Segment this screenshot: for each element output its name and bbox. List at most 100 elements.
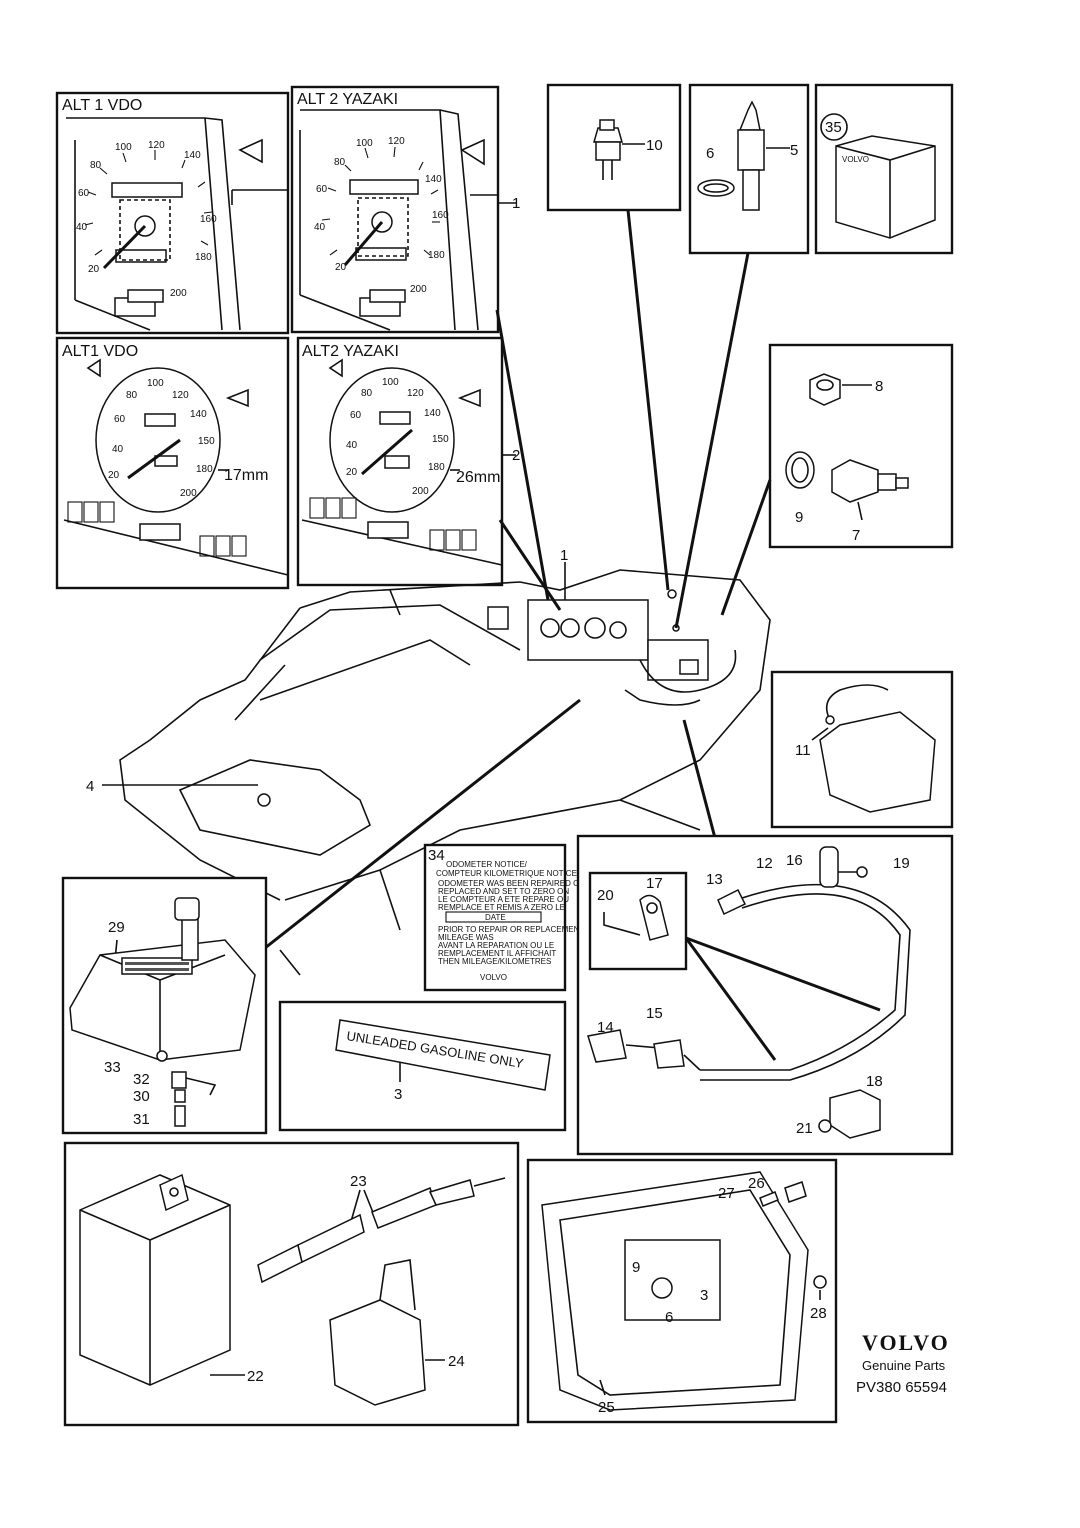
panel-cable-11: 11	[770, 670, 954, 829]
label-28: 28	[810, 1305, 827, 1322]
label-24: 24	[448, 1353, 465, 1370]
svg-text:180: 180	[195, 252, 212, 263]
svg-text:180: 180	[428, 462, 445, 473]
svg-text:80: 80	[90, 160, 102, 171]
label-13: 13	[706, 871, 723, 888]
label-1-dash: 1	[560, 547, 568, 564]
panel-sender-7-8-9: 8 9 7	[768, 343, 954, 549]
panel-pressure-switch: 10	[546, 83, 682, 212]
svg-text:200: 200	[180, 488, 197, 499]
svg-text:80: 80	[334, 157, 346, 168]
label-26: 26	[748, 1175, 765, 1192]
clock-number-6: 6	[665, 1309, 673, 1326]
label-34: 34	[428, 847, 445, 864]
svg-text:60: 60	[114, 414, 126, 425]
leader-lines	[264, 209, 772, 950]
svg-text:80: 80	[361, 388, 373, 399]
label-5: 5	[790, 142, 798, 159]
svg-text:AVANT LA REPARATION OU LE: AVANT LA REPARATION OU LE	[438, 941, 554, 950]
label-29: 29	[108, 919, 125, 936]
panel-clock: 9 3 6 27 26 28 25	[526, 1158, 838, 1424]
label-30: 30	[133, 1088, 150, 1105]
panel-title-alt1-vdo: ALT 1 VDO	[62, 97, 142, 114]
svg-text:20: 20	[108, 470, 120, 481]
panel-title-alt1-vdo-round: ALT1 VDO	[62, 343, 138, 360]
label-8: 8	[875, 378, 883, 395]
label-10: 10	[646, 137, 663, 154]
svg-text:REPLACED AND SET TO ZERO ON: REPLACED AND SET TO ZERO ON	[438, 887, 569, 896]
svg-text:COMPTEUR KILOMETRIQUE NOTICE: COMPTEUR KILOMETRIQUE NOTICE	[436, 869, 577, 878]
svg-text:60: 60	[316, 184, 328, 195]
panel-title-alt2-yazaki: ALT 2 YAZAKI	[297, 91, 398, 108]
panel-alt1-vdo-round: ALT1 VDO 20 40 60 80 100 120 140 150 180…	[55, 336, 290, 590]
label-31: 31	[133, 1111, 150, 1128]
label-4: 4	[86, 778, 94, 795]
car-outline: 1 4	[86, 547, 771, 976]
label-19: 19	[893, 855, 910, 872]
svg-text:100: 100	[115, 142, 132, 153]
dimension-17mm: 17mm	[224, 467, 268, 484]
label-21: 21	[796, 1120, 813, 1137]
svg-text:180: 180	[196, 464, 213, 475]
panel-alt1-vdo-square: ALT 1 VDO 20 40 60 80 100 120 140 160 18…	[55, 91, 290, 335]
clock-number-9: 9	[632, 1259, 640, 1276]
panel-unleaded-decal: UNLEADED GASOLINE ONLY 3	[278, 1000, 567, 1132]
panel-relay-22-24: 22 23 24	[63, 1141, 520, 1427]
svg-text:180: 180	[428, 250, 445, 261]
panel-title-alt2-yazaki-round: ALT2 YAZAKI	[302, 343, 399, 360]
svg-text:ODOMETER NOTICE/: ODOMETER NOTICE/	[446, 860, 528, 869]
footer-branding: VOLVO Genuine Parts PV380 65594	[856, 1330, 950, 1396]
svg-text:THEN MILEAGE/KILOMETRES: THEN MILEAGE/KILOMETRES	[438, 957, 551, 966]
panel-speedometer-cable: 17 20 13 12 16 19 14 15 18 21	[576, 834, 954, 1156]
svg-text:120: 120	[148, 140, 165, 151]
svg-text:200: 200	[410, 284, 427, 295]
svg-text:60: 60	[350, 410, 362, 421]
svg-text:200: 200	[412, 486, 429, 497]
footer-code: PV380 65594	[856, 1379, 947, 1396]
svg-text:120: 120	[172, 390, 189, 401]
svg-text:150: 150	[432, 434, 449, 445]
svg-text:150: 150	[198, 436, 215, 447]
dimension-26mm: 26mm	[456, 469, 500, 486]
footer-brand: VOLVO	[862, 1330, 950, 1355]
svg-text:200: 200	[170, 288, 187, 299]
clock-number-3: 3	[700, 1287, 708, 1304]
svg-text:LE COMPTEUR A ETE REPARE OU: LE COMPTEUR A ETE REPARE OU	[438, 895, 569, 904]
svg-text:REMPLACE ET REMIS A ZERO LE: REMPLACE ET REMIS A ZERO LE	[438, 903, 565, 912]
svg-text:20: 20	[88, 264, 100, 275]
panel-control-unit: 35 VOLVO	[814, 83, 954, 255]
panel-temp-sender: 6 5	[688, 83, 810, 255]
label-11: 11	[795, 742, 811, 759]
svg-text:140: 140	[190, 409, 207, 420]
svg-text:40: 40	[314, 222, 326, 233]
panel-alt2-yazaki-round: ALT2 YAZAKI 20 40 60 80 100 120 140 150 …	[296, 336, 520, 587]
label-32: 32	[133, 1071, 150, 1088]
label-7: 7	[852, 527, 860, 544]
footer-tagline: Genuine Parts	[862, 1358, 946, 1373]
panel-alt2-yazaki-square: ALT 2 YAZAKI 20 40 60 80 100 120 140 160…	[290, 85, 520, 334]
svg-text:140: 140	[425, 174, 442, 185]
svg-text:ODOMETER WAS BEEN REPAIRED OR: ODOMETER WAS BEEN REPAIRED OR	[438, 879, 585, 888]
label-33: 33	[104, 1059, 121, 1076]
svg-text:40: 40	[112, 444, 124, 455]
svg-text:VOLVO: VOLVO	[480, 973, 507, 982]
odometer-notice: 34 ODOMETER NOTICE/ COMPTEUR KILOMETRIQU…	[423, 843, 585, 992]
label-6: 6	[706, 145, 714, 162]
svg-text:40: 40	[346, 440, 358, 451]
label-1: 1	[512, 195, 520, 212]
svg-text:120: 120	[407, 388, 424, 399]
svg-text:140: 140	[184, 150, 201, 161]
label-22: 22	[247, 1368, 264, 1385]
label-12: 12	[756, 855, 773, 872]
svg-text:80: 80	[126, 390, 138, 401]
label-17: 17	[646, 875, 663, 892]
svg-text:160: 160	[200, 214, 217, 225]
svg-text:160: 160	[432, 210, 449, 221]
label-3: 3	[394, 1086, 402, 1103]
svg-text:100: 100	[382, 377, 399, 388]
label-35: 35	[825, 119, 842, 136]
label-23: 23	[350, 1173, 367, 1190]
svg-text:MILEAGE WAS: MILEAGE WAS	[438, 933, 494, 942]
svg-text:100: 100	[356, 138, 373, 149]
